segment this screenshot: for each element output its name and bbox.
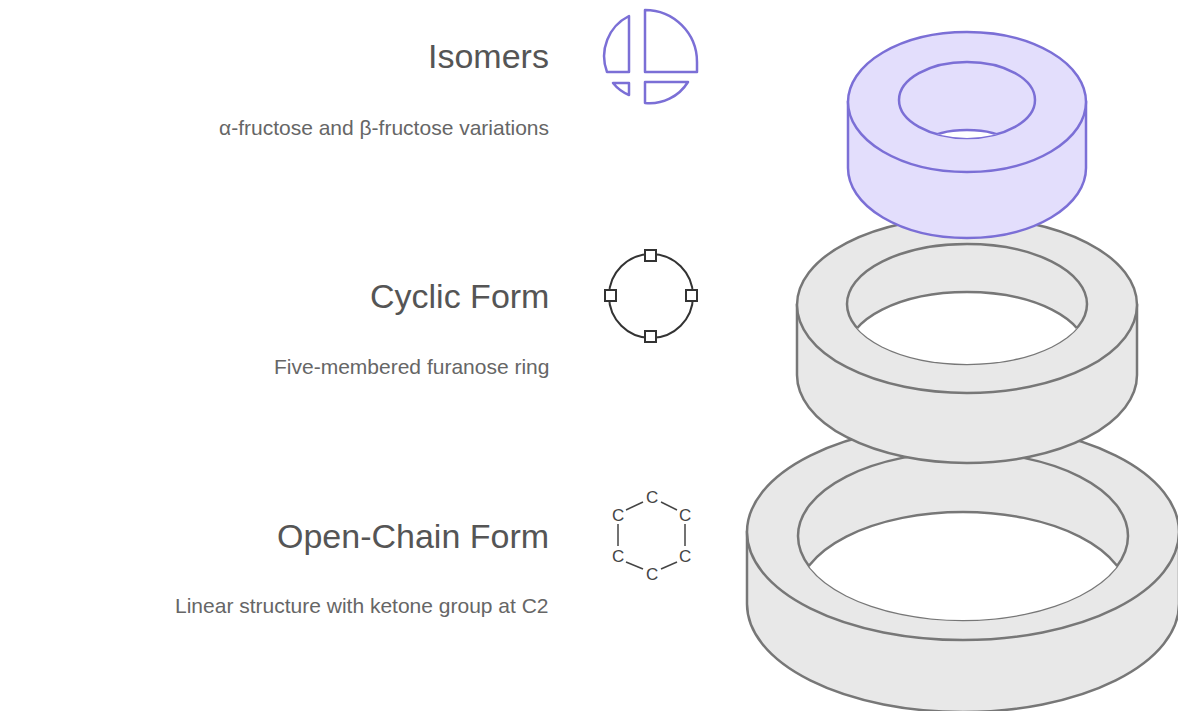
carbon-atom: C — [678, 548, 692, 565]
section-heading: Open-Chain Form — [277, 517, 549, 556]
carbon-atom: C — [611, 548, 625, 565]
ring-top — [848, 32, 1086, 238]
carbon-atom: C — [645, 489, 659, 506]
isomers-icon — [604, 10, 697, 103]
carbon-atom: C — [678, 507, 692, 524]
section-heading: Cyclic Form — [370, 277, 549, 316]
ring-middle — [797, 217, 1137, 463]
carbon-atom: C — [611, 507, 625, 524]
ring-icon — [605, 250, 697, 342]
ring-bottom — [747, 424, 1178, 711]
section-description: α-fructose and β-fructose variations — [219, 116, 549, 140]
hexagon-bonds — [618, 502, 685, 569]
carbon-atom: C — [645, 566, 659, 583]
section-description: Linear structure with ketone group at C2 — [175, 594, 549, 618]
section-heading: Isomers — [428, 37, 549, 76]
section-description: Five-membered furanose ring — [274, 355, 549, 379]
